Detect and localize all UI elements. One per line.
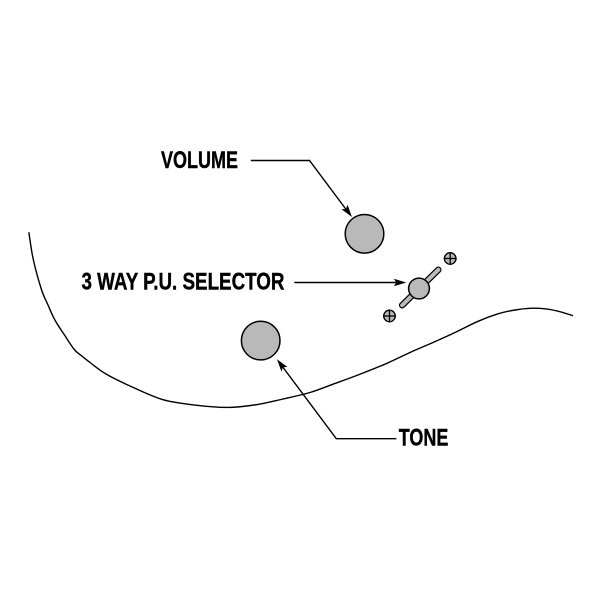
svg-text:VOLUME: VOLUME [161, 147, 238, 174]
svg-text:3 WAY P.U. SELECTOR: 3 WAY P.U. SELECTOR [82, 269, 285, 296]
svg-text:TONE: TONE [399, 424, 449, 451]
